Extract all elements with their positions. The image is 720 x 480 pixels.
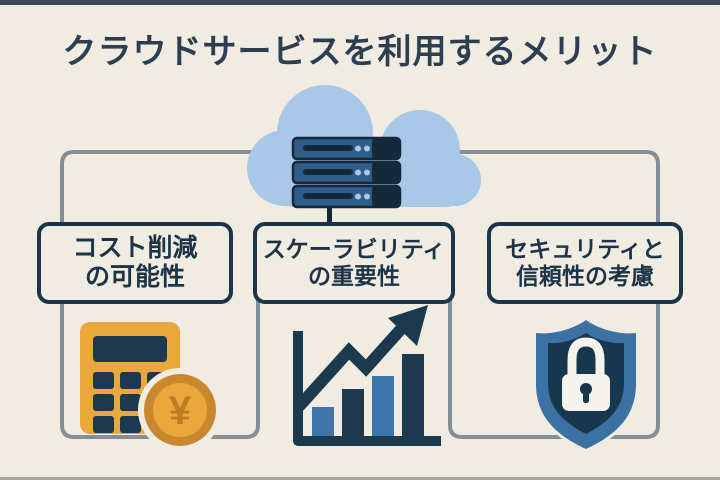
benefit-box-cost-line2: の可能性 <box>84 263 185 291</box>
benefit-box-cost: コスト削減 の可能性 <box>37 222 233 304</box>
benefit-box-security-line2: 信頼性の考慮 <box>516 263 654 289</box>
yen-coin-icon: ¥ <box>138 368 222 452</box>
shield-lock-icon <box>533 316 639 453</box>
benefit-box-scalability: スケーラビリティ の重要性 <box>253 222 455 304</box>
server-icon <box>291 136 402 226</box>
page-title: クラウドサービスを利用するメリット <box>62 33 658 71</box>
benefit-box-security: セキュリティと 信頼性の考慮 <box>487 222 683 304</box>
benefit-box-scalability-line2: の重要性 <box>308 263 400 289</box>
yen-symbol: ¥ <box>169 389 192 433</box>
growth-chart-icon <box>293 305 441 446</box>
benefit-box-cost-line1: コスト削減 <box>72 233 198 262</box>
benefit-box-scalability-line1: スケーラビリティ <box>262 235 446 262</box>
server-to-box-connector <box>327 206 332 226</box>
benefit-box-security-line1: セキュリティと <box>505 235 665 262</box>
connector-lines <box>60 150 660 439</box>
